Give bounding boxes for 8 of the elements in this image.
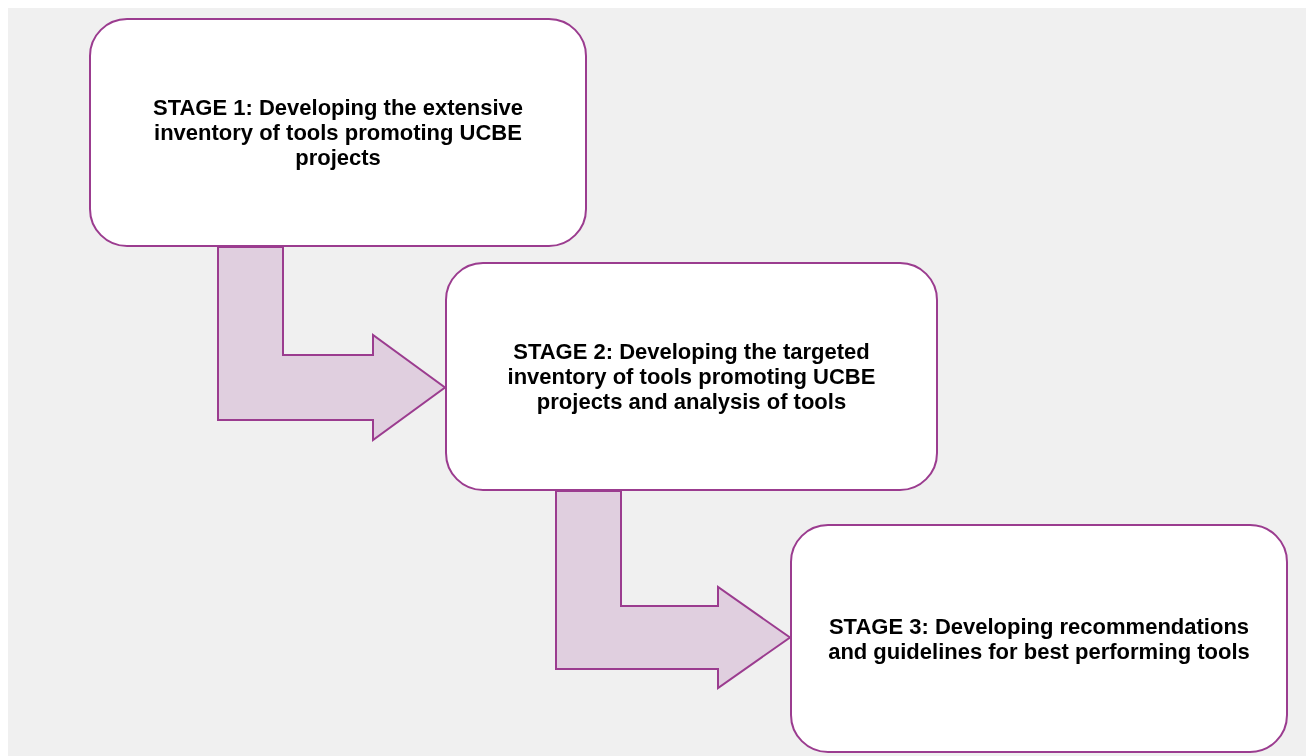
stage-box [89, 18, 587, 247]
stage-box [445, 262, 938, 491]
stage-text: STAGE 3: Developing recommendations and guidelines for best performing tools [827, 613, 1251, 664]
block-arrow [555, 490, 792, 690]
stage-box [790, 524, 1288, 753]
stage-text: STAGE 1: Developing the extensive inventory of tools promoting UCBE projects [152, 95, 524, 170]
block-arrow [217, 246, 447, 442]
stage-text: STAGE 2: Developing the targeted inventory of tools promoting UCBE projects and analysis of tools [506, 339, 877, 414]
